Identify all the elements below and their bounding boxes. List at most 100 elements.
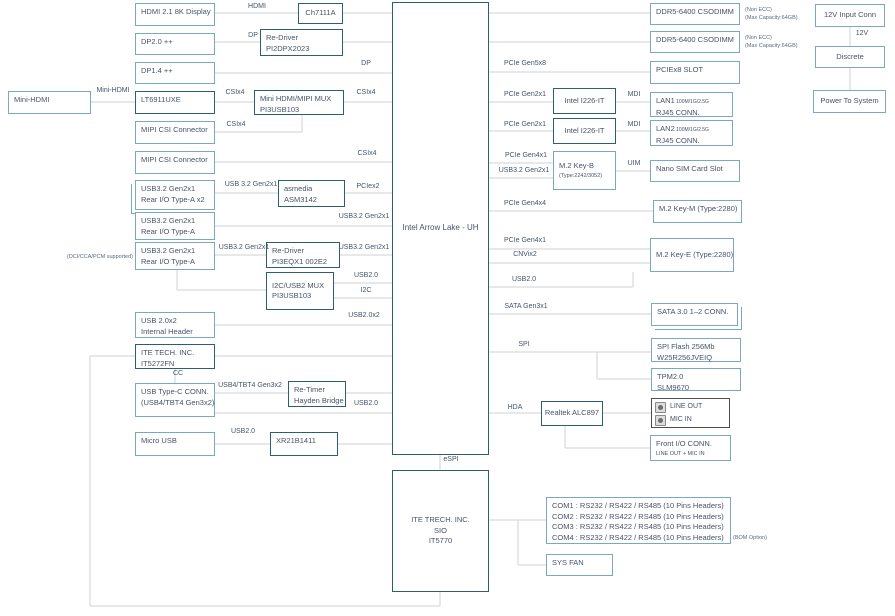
node-label: ASM3142: [284, 194, 317, 204]
node-label: HDMI 2.1 8K Display: [141, 7, 211, 16]
edge-label: UIM: [627, 160, 641, 167]
edge-label: eSPI: [443, 456, 459, 463]
edge-label: USB3.2 Gen2x1: [338, 244, 390, 251]
edge-label: CSIx4: [356, 89, 376, 96]
node-mipi-csi-2: MIPI CSI Connector: [135, 151, 215, 174]
audio-jack-row: LINE OUT: [655, 401, 727, 414]
node-label: Realtek ALC897: [544, 408, 600, 418]
node-dp14: DP1.4 ++: [135, 62, 215, 84]
edge-label: CSIx4: [225, 89, 245, 96]
node-label: Hayden Bridge: [294, 395, 344, 405]
edge-label: (BOM Option): [733, 535, 767, 541]
node-label: W25R256JVEIQ: [657, 352, 713, 362]
node-label: DDR5-6400 CSODIMM: [656, 35, 734, 44]
node-label: COM1 : RS232 / RS422 / RS485 (10 Pins He…: [552, 501, 724, 510]
edge-label: USB2.0x2: [348, 312, 380, 319]
edge-label: USB4/TBT4 Gen3x2: [218, 382, 282, 389]
edge-label: (Max Capacity:64GB): [745, 15, 798, 21]
node-label: SYS FAN: [552, 558, 584, 567]
edge-label: DP: [248, 32, 258, 39]
edge-label: PCIe Gen5x8: [503, 60, 547, 67]
node-label: Nano SIM Card Slot: [656, 164, 723, 173]
edge-label: (Max Capacity:64GB): [745, 43, 798, 49]
edge-label: (Non ECC): [745, 7, 772, 13]
node-label: Re-Timer: [294, 385, 325, 394]
node-label: PI3EQX1 002E2: [272, 256, 328, 266]
node-mini-hdmi-conn: Mini-HDMI: [8, 91, 91, 114]
edge-label: MDI: [627, 121, 641, 128]
node-ch7111a: Ch7111A: [298, 3, 343, 24]
edge-label: (Non ECC): [745, 35, 772, 41]
node-label: PCIEx8 SLOT: [656, 65, 704, 74]
node-it5272fn: ITE TECH. INC.IT5272FN: [135, 344, 215, 369]
node-label: Rear I/O Type-A x2: [141, 194, 205, 204]
node-label: I2C/USB2 MUX: [272, 280, 325, 290]
node-label: Rear I/O Type-A: [141, 256, 196, 266]
node-com-headers: COM1 : RS232 / RS422 / RS485 (10 Pins He…: [546, 497, 731, 544]
node-label: 12V Input Conn: [823, 10, 877, 20]
node-label: RJ45 CONN.: [656, 107, 700, 117]
node-label: M.2 Key-M (Type:2280): [659, 204, 738, 213]
node-label: Front I/O CONN.: [656, 439, 712, 448]
audio-jack-label: MIC IN: [670, 416, 692, 424]
edge-label: PCIe Gen4x4: [503, 200, 547, 207]
node-intel-i226-1: Intel I226-IT: [553, 88, 616, 114]
audio-jack-icon: [655, 402, 666, 413]
audio-jack-icon: [655, 415, 666, 426]
edge-label: USB2.0: [511, 276, 537, 283]
node-hdmi-8k-display: HDMI 2.1 8K Display: [135, 3, 215, 26]
node-m2-key-e: M.2 Key-E (Type:2280): [650, 238, 734, 272]
node-label: USB3.2 Gen2x1: [141, 246, 196, 255]
node-label: Re-Driver: [272, 246, 305, 255]
node-label: COM2 : RS232 / RS422 / RS485 (10 Pins He…: [552, 511, 724, 521]
edge-label: USB2.0: [353, 272, 379, 279]
node-label: LINE OUT + MIC IN: [656, 450, 705, 457]
node-label: Internal Header: [141, 326, 193, 336]
audio-jack-label: LINE OUT: [670, 403, 703, 411]
node-power-to-system: Power To System: [813, 90, 886, 113]
node-label: ITE TRECH. INC.: [411, 515, 470, 525]
node-label: SATA 3.0 1–2 CONN.: [657, 307, 729, 316]
node-ddr5-csodimm-1: DDR5-6400 CSODIMM: [650, 3, 740, 25]
edge-label: PCIe Gen2x1: [503, 91, 547, 98]
node-label: Power To System: [820, 96, 879, 106]
edge-label: CC: [172, 370, 184, 377]
node-label: SLM9670: [657, 382, 690, 392]
node-12v-input-conn: 12V Input Conn: [815, 4, 885, 27]
node-label: COM4 : RS232 / RS422 / RS485 (10 Pins He…: [552, 532, 724, 542]
node-label: DP2.0 ++: [141, 37, 173, 46]
node-label: DP1.4 ++: [141, 66, 173, 75]
node-label: Micro USB: [141, 436, 177, 445]
node-micro-usb: Micro USB: [135, 432, 215, 456]
node-label-suffix: 100M/1G/2.5G: [674, 99, 709, 105]
edge-label: USB3.2 Gen2x1: [338, 213, 390, 220]
node-xr21b1411: XR21B1411: [270, 432, 338, 456]
edge-label: USB2.0: [230, 428, 256, 435]
node-m2-key-b: M.2 Key-B(Type:2242/3052): [553, 151, 616, 190]
edge-label: (DCI/CCA/PCM supported): [66, 254, 134, 260]
node-soc: Intel Arrow Lake - UH: [392, 2, 489, 455]
edge-label: SPI: [518, 341, 530, 348]
edge-label: PCIe Gen4x1: [504, 152, 548, 159]
node-label: SIO: [434, 525, 447, 535]
node-label: TPM2.0: [657, 372, 684, 381]
edge-label: HDMI: [248, 3, 266, 10]
node-label: COM3 : RS232 / RS422 / RS485 (10 Pins He…: [552, 522, 724, 531]
node-label: Re-Driver: [266, 33, 299, 42]
node-label: MIPI CSI Connector: [141, 125, 208, 134]
edge-label: USB 3.2 Gen2x1: [224, 181, 278, 188]
node-label: Mini-HDMI: [14, 95, 50, 104]
edge-label: USB3.2 Gen2x1: [218, 244, 270, 251]
edge-label: PCIex2: [356, 183, 380, 190]
node-label: IT5272FN: [141, 358, 175, 368]
edge-label: CNVix2: [513, 251, 537, 258]
node-label: (USB4/TBT4 Gen3x2): [141, 397, 215, 407]
node-label: Discrete: [836, 51, 864, 61]
edge-label: DP: [361, 60, 371, 67]
